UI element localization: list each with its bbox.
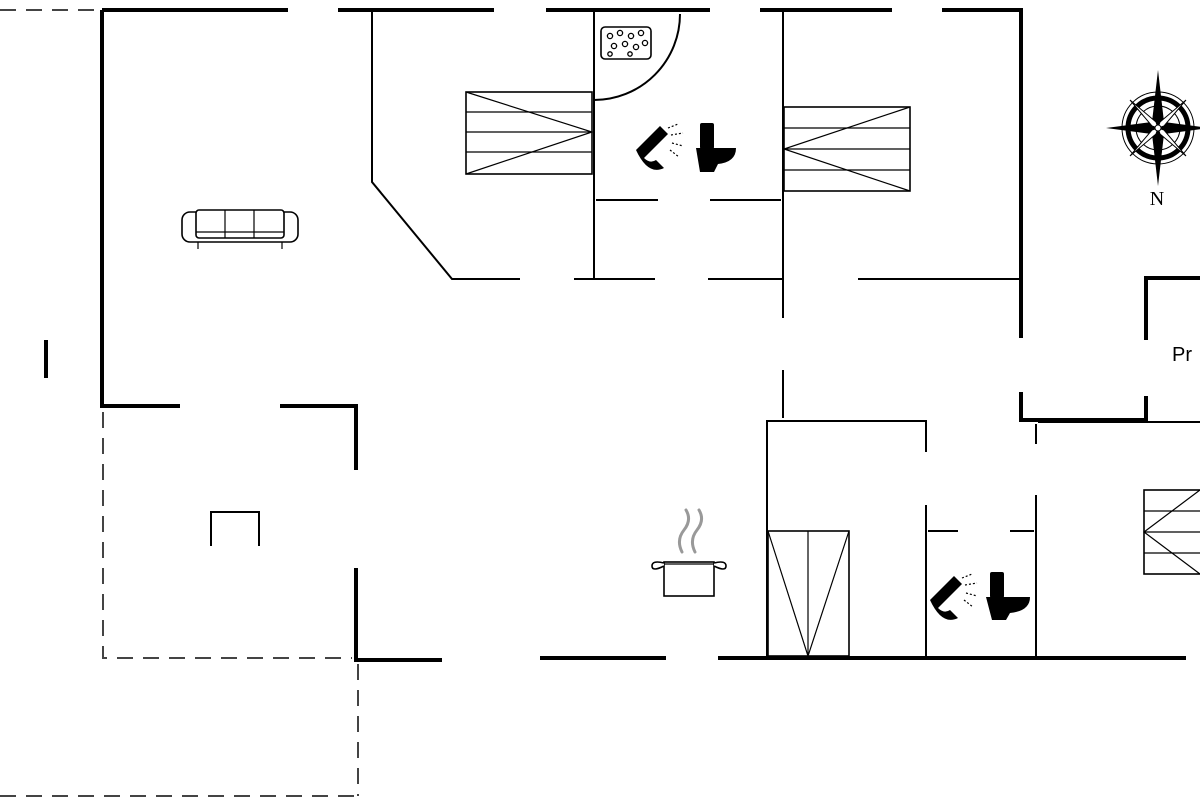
bed-edge [1143,489,1200,575]
bed-left [465,91,594,175]
cooking-pot-icon [651,508,727,597]
interior-walls [371,12,1200,656]
wardrobe [767,530,850,658]
whirlpool-icon [600,26,652,60]
north-label: N [1150,188,1164,210]
bed-right [782,106,911,192]
toilet-icon [696,123,736,172]
dashed-outlines [0,9,359,797]
compass-icon [1106,70,1200,186]
shower-icon [930,573,978,620]
shower-icon [636,123,684,170]
room-label: Pr [1172,344,1192,366]
toilet-icon [986,572,1030,620]
table-icon [210,511,260,546]
sofa-icon [181,209,299,249]
exterior-walls [44,8,1200,662]
